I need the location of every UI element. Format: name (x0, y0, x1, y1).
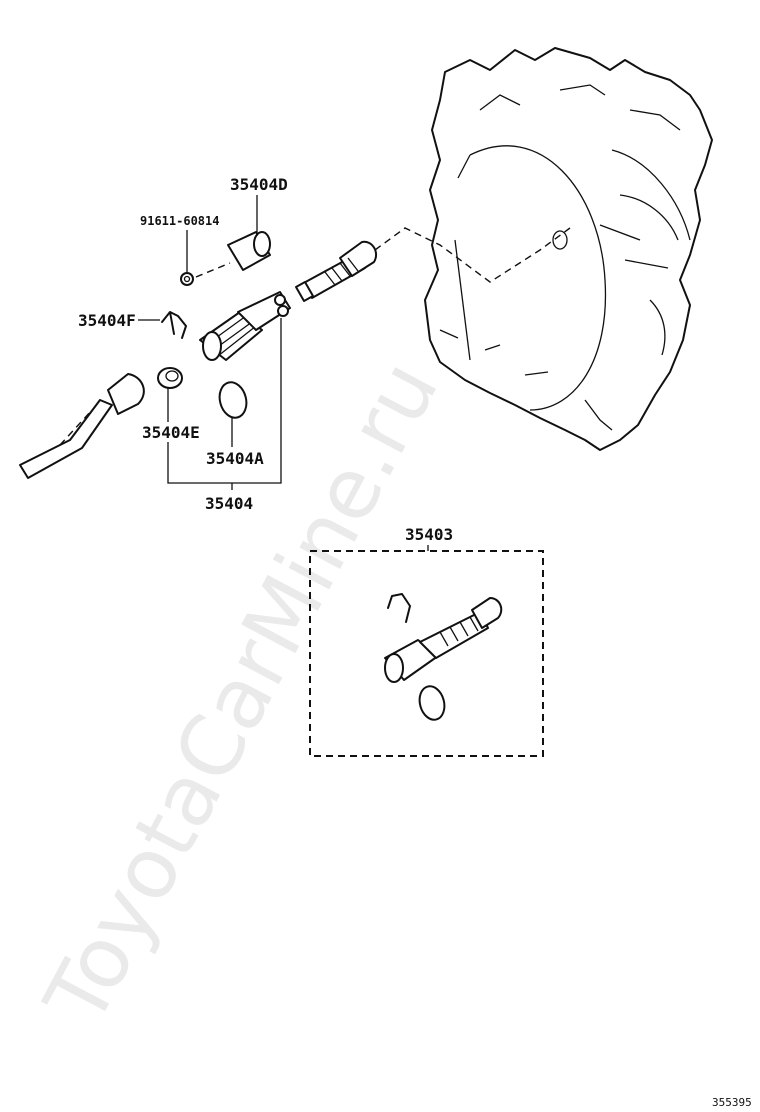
figure-number: 355395 (712, 1096, 752, 1109)
label-35404D: 35404D (230, 175, 288, 194)
speedometer-sleeve (199, 291, 291, 361)
o-ring (218, 381, 248, 419)
seal-ring (157, 367, 183, 389)
kit-35403-box (309, 545, 544, 757)
label-35404A: 35404A (206, 449, 264, 468)
label-35404: 35404 (205, 494, 253, 513)
driven-gear (295, 240, 378, 302)
oil-seal-cap (227, 231, 271, 271)
transmission-housing (424, 47, 713, 451)
bolt (180, 262, 231, 286)
label-35404F: 35404F (78, 311, 136, 330)
speedometer-cable (19, 373, 145, 479)
clip (161, 311, 187, 339)
label-91611-60814: 91611-60814 (140, 214, 219, 228)
label-35403: 35403 (405, 525, 453, 544)
label-35404E: 35404E (142, 423, 200, 442)
leader-lines (138, 195, 282, 490)
